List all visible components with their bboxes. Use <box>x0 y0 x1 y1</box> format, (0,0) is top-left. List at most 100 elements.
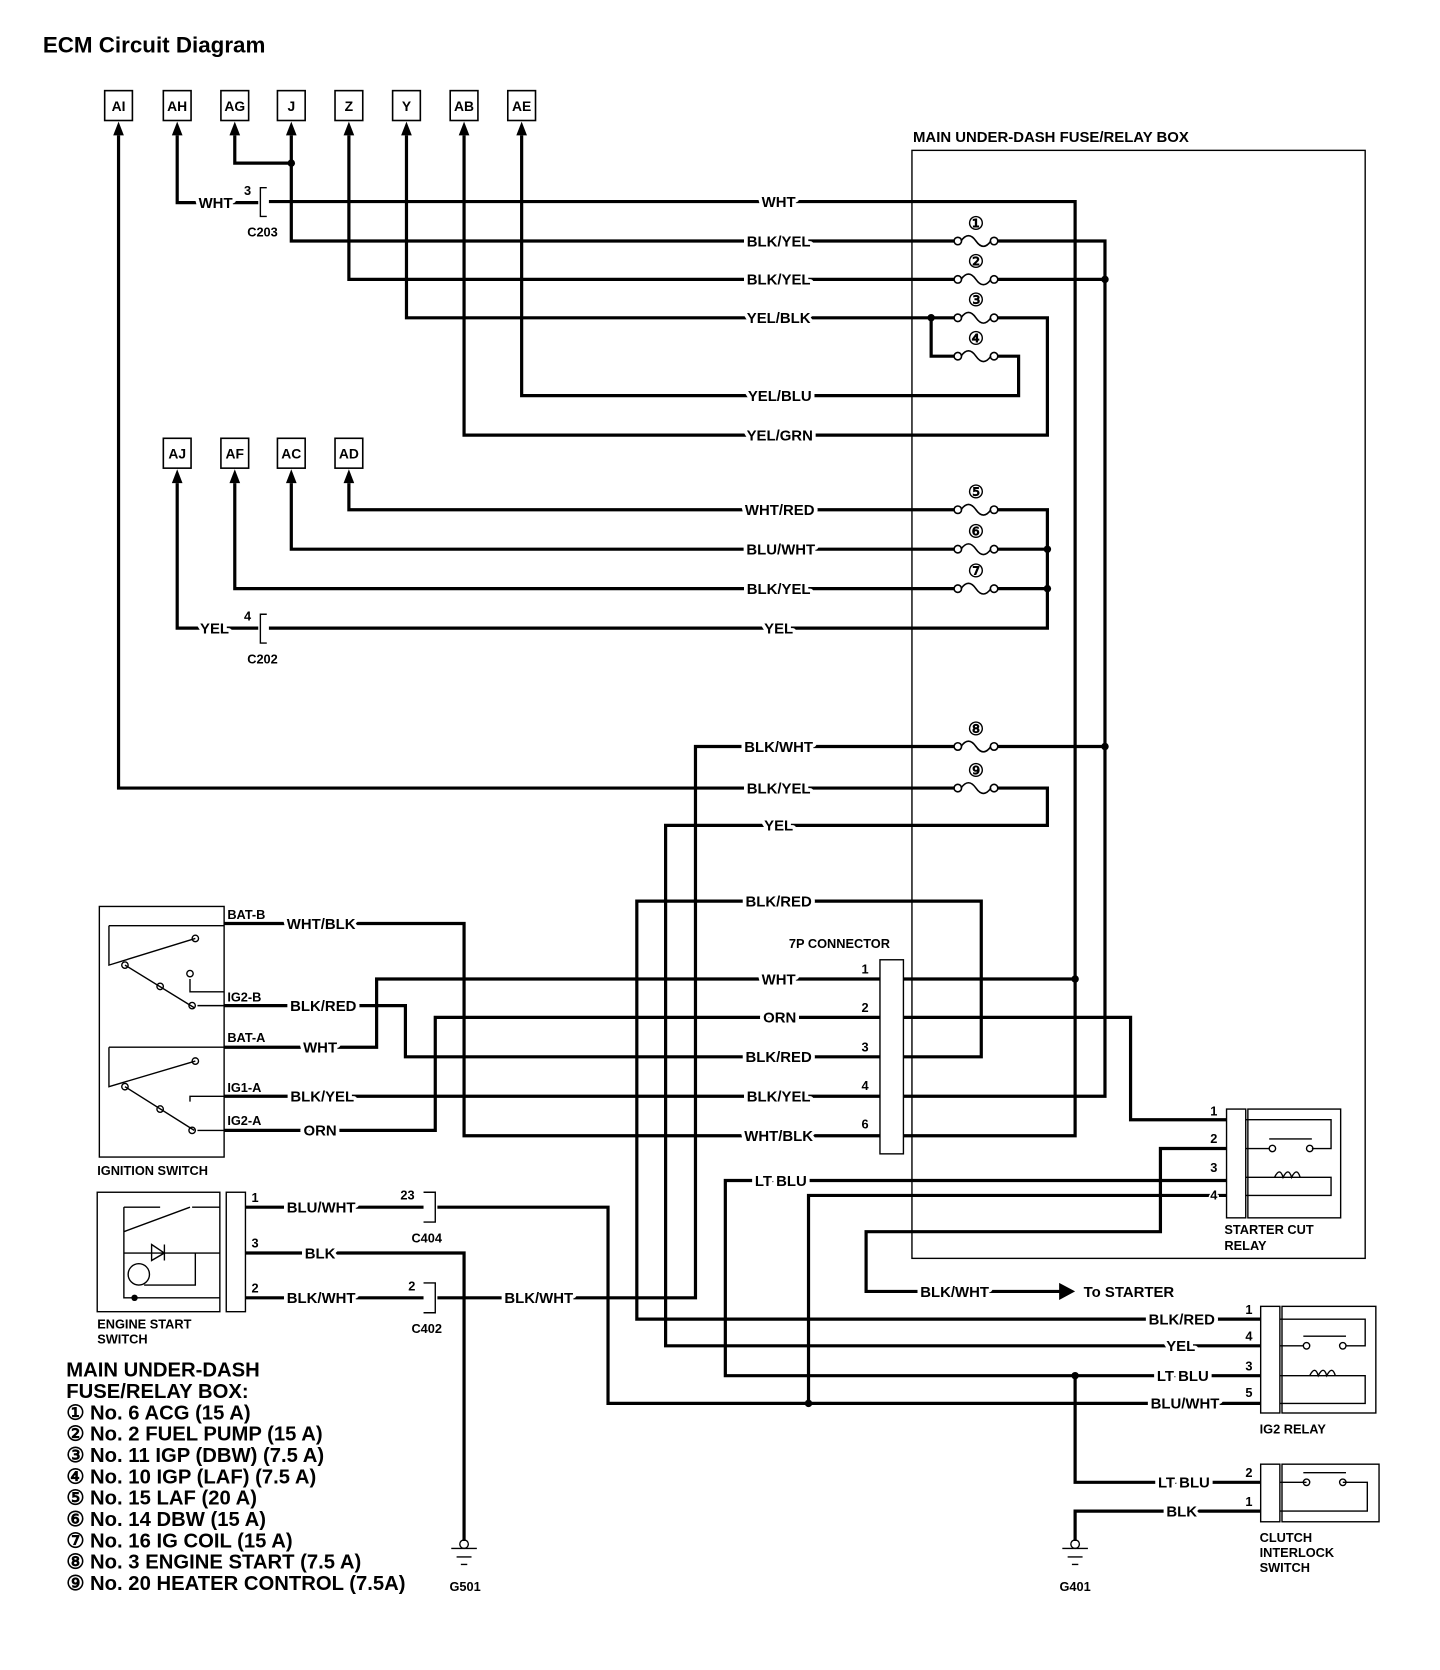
svg-text:SWITCH: SWITCH <box>97 1332 147 1347</box>
wire-label: WHT/RED <box>745 502 815 519</box>
legend-item: ⑨ No. 20 HEATER CONTROL (7.5A) <box>66 1573 405 1595</box>
fuse-5: ⑤ <box>953 482 999 516</box>
ecm-terminal-label: AG <box>224 98 245 114</box>
svg-text:1: 1 <box>1210 1103 1217 1118</box>
arrow-up-icon <box>171 469 183 484</box>
svg-text:1: 1 <box>1245 1302 1252 1317</box>
svg-text:IG2-A: IG2-A <box>227 1113 261 1128</box>
wire-ign-ig2-a <box>224 1015 880 1132</box>
wire-label: BLK/WHT <box>504 1290 573 1307</box>
ground-g401: G401 <box>1058 1539 1092 1596</box>
ecm-terminal-label: Y <box>402 98 412 114</box>
wire-label: BLK <box>305 1245 336 1262</box>
wire-label: BLU/WHT <box>746 542 815 559</box>
svg-text:2: 2 <box>861 1000 868 1015</box>
svg-text:RELAY: RELAY <box>1224 1238 1267 1253</box>
wire-es-3 <box>245 1251 466 1541</box>
ecm-terminal: AD <box>334 437 364 484</box>
connector-c203: 3 C203 <box>242 182 279 242</box>
diagram-title: ECM Circuit Diagram <box>43 32 266 57</box>
fuse-2: ② <box>953 252 999 286</box>
svg-text:G401: G401 <box>1059 1579 1090 1594</box>
starter-cut-relay: 1 2 3 4 STARTER CUT RELAY <box>1209 1102 1342 1254</box>
wire-ad <box>268 483 1049 630</box>
wire-label: BLU/WHT <box>1151 1396 1220 1413</box>
arrow-up-icon <box>343 121 355 136</box>
fuse-4: ④ <box>953 328 999 363</box>
wire-label: LT BLU <box>1158 1475 1210 1492</box>
wire-ah <box>175 135 1077 1138</box>
legend-item: ③ No. 11 IGP (DBW) (7.5 A) <box>66 1445 324 1467</box>
svg-text:C203: C203 <box>247 225 278 240</box>
arrow-up-icon <box>516 121 527 136</box>
arrow-up-icon <box>229 121 241 136</box>
legend-item: ⑤ No. 15 LAF (20 A) <box>66 1488 257 1510</box>
wire-label: LT BLU <box>1157 1368 1209 1385</box>
svg-text:2: 2 <box>1245 1465 1252 1480</box>
wire-label: BLK/YEL <box>747 780 811 797</box>
legend-item: ⑥ No. 14 DBW (15 A) <box>66 1509 266 1531</box>
ecm-terminal-label: AB <box>454 98 474 114</box>
wire-label: WHT <box>762 971 796 988</box>
connector-7p: 7P CONNECTOR 1 2 3 4 6 <box>787 934 905 1155</box>
wire-blk-red <box>635 899 1261 1321</box>
ecm-terminal-label: AH <box>167 98 187 114</box>
wire-y <box>404 135 1049 437</box>
svg-text:3: 3 <box>861 1039 868 1054</box>
ecm-terminal-label: AI <box>112 98 126 114</box>
svg-text:2: 2 <box>408 1278 415 1293</box>
legend-heading: FUSE/RELAY BOX: <box>66 1381 248 1403</box>
fuse-marker: ⑤ <box>968 482 984 502</box>
fuse-1: ① <box>953 213 999 248</box>
wire-label: YEL/BLU <box>748 388 812 405</box>
wire-label: BLK/YEL <box>747 272 811 289</box>
svg-text:4: 4 <box>1245 1328 1253 1343</box>
wire-lt-blu <box>723 1178 1261 1378</box>
arrow-up-icon <box>171 121 183 136</box>
arrow-up-icon <box>343 469 355 484</box>
fuse-relay-box-outline <box>911 149 1366 1260</box>
svg-text:3: 3 <box>1210 1160 1217 1175</box>
svg-text:1: 1 <box>861 962 868 977</box>
wire-label: WHT <box>303 1040 337 1057</box>
connector-c202: 4 C202 <box>242 607 279 668</box>
wire-sc-2 <box>864 1146 1227 1294</box>
engine-start-switch: 1 3 2 ENGINE START SWITCH <box>96 1188 261 1348</box>
wire-label: WHT <box>199 195 233 212</box>
splice-dots <box>287 159 1109 1408</box>
svg-text:ENGINE START: ENGINE START <box>97 1317 191 1332</box>
wire-label: YEL <box>200 620 229 637</box>
wire-clutch-2 <box>1073 1375 1261 1484</box>
ecm-terminal-label: AE <box>512 98 531 114</box>
arrow-up-icon <box>285 469 297 484</box>
fuse-marker: ③ <box>968 290 984 310</box>
svg-text:IG1-A: IG1-A <box>227 1080 261 1095</box>
ecm-terminal: AB <box>449 89 479 136</box>
splice-dot <box>927 314 935 322</box>
svg-text:C202: C202 <box>247 651 278 666</box>
wire-j <box>289 135 1107 1098</box>
fuse-box-label: MAIN UNDER-DASH FUSE/RELAY BOX <box>913 129 1189 146</box>
ecm-terminal: AH <box>162 89 192 136</box>
fuse-8: ⑧ <box>953 719 999 753</box>
svg-text:4: 4 <box>861 1078 869 1093</box>
wire-af <box>233 483 1048 591</box>
ecm-terminal: AC <box>276 437 306 484</box>
fuse-marker: ⑥ <box>968 521 984 541</box>
arrow-up-icon <box>113 121 124 136</box>
clutch-interlock-switch: 2 1 CLUTCH INTERLOCK SWITCH <box>1244 1463 1380 1576</box>
splice-dot <box>1043 584 1052 593</box>
ecm-terminal-label: AJ <box>168 446 186 462</box>
wire-label: BLK/WHT <box>920 1284 989 1301</box>
svg-text:STARTER CUT: STARTER CUT <box>1224 1222 1313 1237</box>
ecm-terminal: J <box>276 89 306 136</box>
ecm-terminal: AF <box>220 437 250 484</box>
ecm-terminal: AI <box>103 89 134 136</box>
ecm-terminal-label: AF <box>226 446 244 462</box>
connector-c404: 23 C404 <box>399 1186 445 1247</box>
svg-text:2: 2 <box>1210 1131 1217 1146</box>
wire-ai <box>116 135 1261 1348</box>
